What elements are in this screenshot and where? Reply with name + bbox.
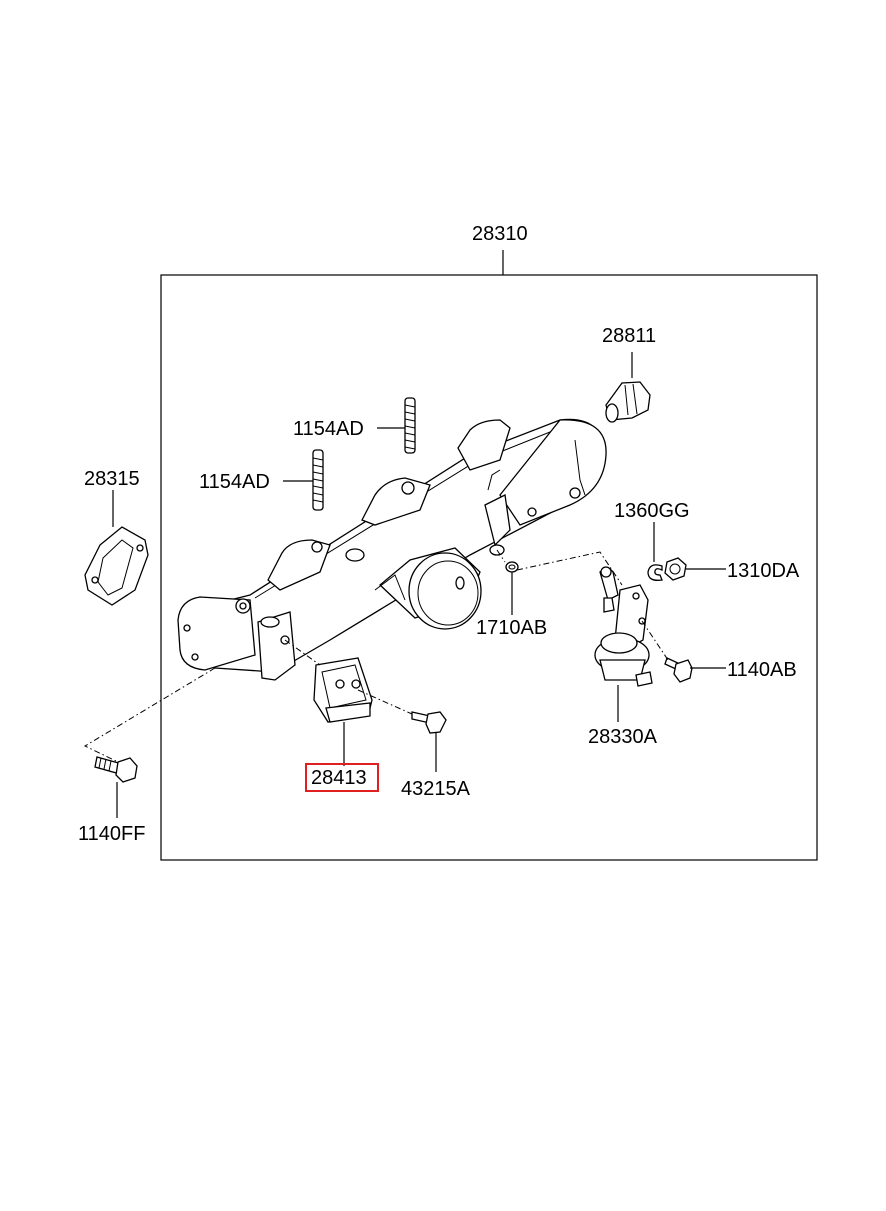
stud-lower[interactable] [312,449,324,511]
label-1154AD-upper[interactable]: 1154AD [293,418,364,440]
highlight-box-28413 [305,763,379,792]
bolt-43215A[interactable] [411,711,447,734]
gasket-28315[interactable] [84,526,149,606]
label-1710AB[interactable]: 1710AB [476,617,547,639]
label-1360GG[interactable]: 1360GG [614,500,690,522]
label-28413[interactable]: 28413 [311,767,367,789]
bolt-1140FF[interactable] [94,756,138,783]
sensor-cap-28811[interactable] [605,381,651,423]
label-43215A[interactable]: 43215A [401,778,471,800]
assembly-frame [160,274,818,861]
clip-1360GG[interactable] [647,564,663,581]
nut-1310DA[interactable] [664,557,687,581]
label-28315[interactable]: 28315 [84,468,140,490]
washer-1710AB[interactable] [505,561,519,573]
actuator-28330A[interactable] [594,566,653,687]
stud-upper[interactable] [404,397,416,454]
label-1140FF[interactable]: 1140FF [78,823,145,845]
bracket-28413[interactable] [313,657,373,723]
label-28310[interactable]: 28310 [472,223,528,245]
label-1154AD-lower[interactable]: 1154AD [199,471,270,493]
label-28330A[interactable]: 28330A [588,726,658,748]
label-1140AB[interactable]: 1140AB [727,659,797,681]
label-1310DA[interactable]: 1310DA [727,560,800,582]
dashed-leader-lines [83,549,669,763]
label-28811[interactable]: 28811 [602,325,656,347]
bolt-1140AB[interactable] [664,657,693,683]
intake-manifold[interactable] [177,418,607,681]
